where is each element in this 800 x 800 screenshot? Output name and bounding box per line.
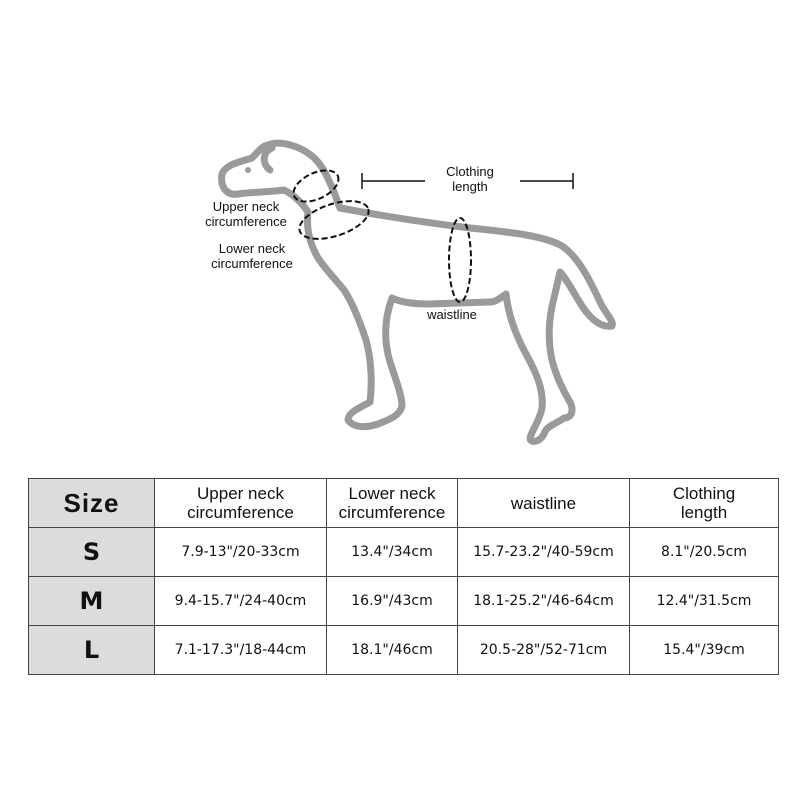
lower-neck-label: Lower neck circumference: [211, 241, 293, 271]
header-clothing-length: Clothing length: [629, 478, 779, 528]
dog-outline: [218, 139, 616, 445]
lower-neck-cell: 13.4"/34cm: [326, 527, 458, 577]
clothing-length-cell: 8.1"/20.5cm: [629, 527, 779, 577]
table-row: L 7.1-17.3"/18-44cm 18.1"/46cm 20.5-28"/…: [28, 625, 779, 675]
header-lower-neck: Lower neck circumference: [326, 478, 458, 528]
upper-neck-label: Upper neck circumference: [205, 199, 287, 229]
upper-neck-cell: 7.1-17.3"/18-44cm: [154, 625, 327, 675]
waistline-label: waistline: [427, 307, 477, 322]
upper-neck-cell: 9.4-15.7"/24-40cm: [154, 576, 327, 626]
upper-neck-marker: [292, 169, 340, 203]
table-row: M 9.4-15.7"/24-40cm 16.9"/43cm 18.1-25.2…: [28, 576, 779, 626]
table-row: S 7.9-13"/20-33cm 13.4"/34cm 15.7-23.2"/…: [28, 527, 779, 577]
size-cell: M: [28, 576, 155, 626]
waistline-cell: 20.5-28"/52-71cm: [457, 625, 630, 675]
upper-neck-cell: 7.9-13"/20-33cm: [154, 527, 327, 577]
dog-measurement-diagram: Clothing length Upper neck circumference…: [205, 139, 616, 445]
lower-neck-cell: 18.1"/46cm: [326, 625, 458, 675]
clothing-length-cell: 12.4"/31.5cm: [629, 576, 779, 626]
lower-neck-marker: [298, 200, 370, 240]
table-header-row: Size Upper neck circumference Lower neck…: [28, 478, 779, 528]
waistline-cell: 18.1-25.2"/46-64cm: [457, 576, 630, 626]
waistline-cell: 15.7-23.2"/40-59cm: [457, 527, 630, 577]
size-cell: S: [28, 527, 155, 577]
header-size: Size: [28, 478, 155, 528]
header-waistline: waistline: [457, 478, 630, 528]
header-upper-neck: Upper neck circumference: [154, 478, 327, 528]
waistline-marker: [448, 217, 472, 303]
dog-ear: [260, 144, 276, 174]
size-cell: L: [28, 625, 155, 675]
clothing-length-cell: 15.4"/39cm: [629, 625, 779, 675]
size-table: Size Upper neck circumference Lower neck…: [28, 478, 779, 675]
lower-neck-cell: 16.9"/43cm: [326, 576, 458, 626]
dog-outline-svg: [218, 139, 616, 445]
dog-eye: [245, 167, 251, 173]
clothing-length-label: Clothing length: [446, 164, 494, 194]
